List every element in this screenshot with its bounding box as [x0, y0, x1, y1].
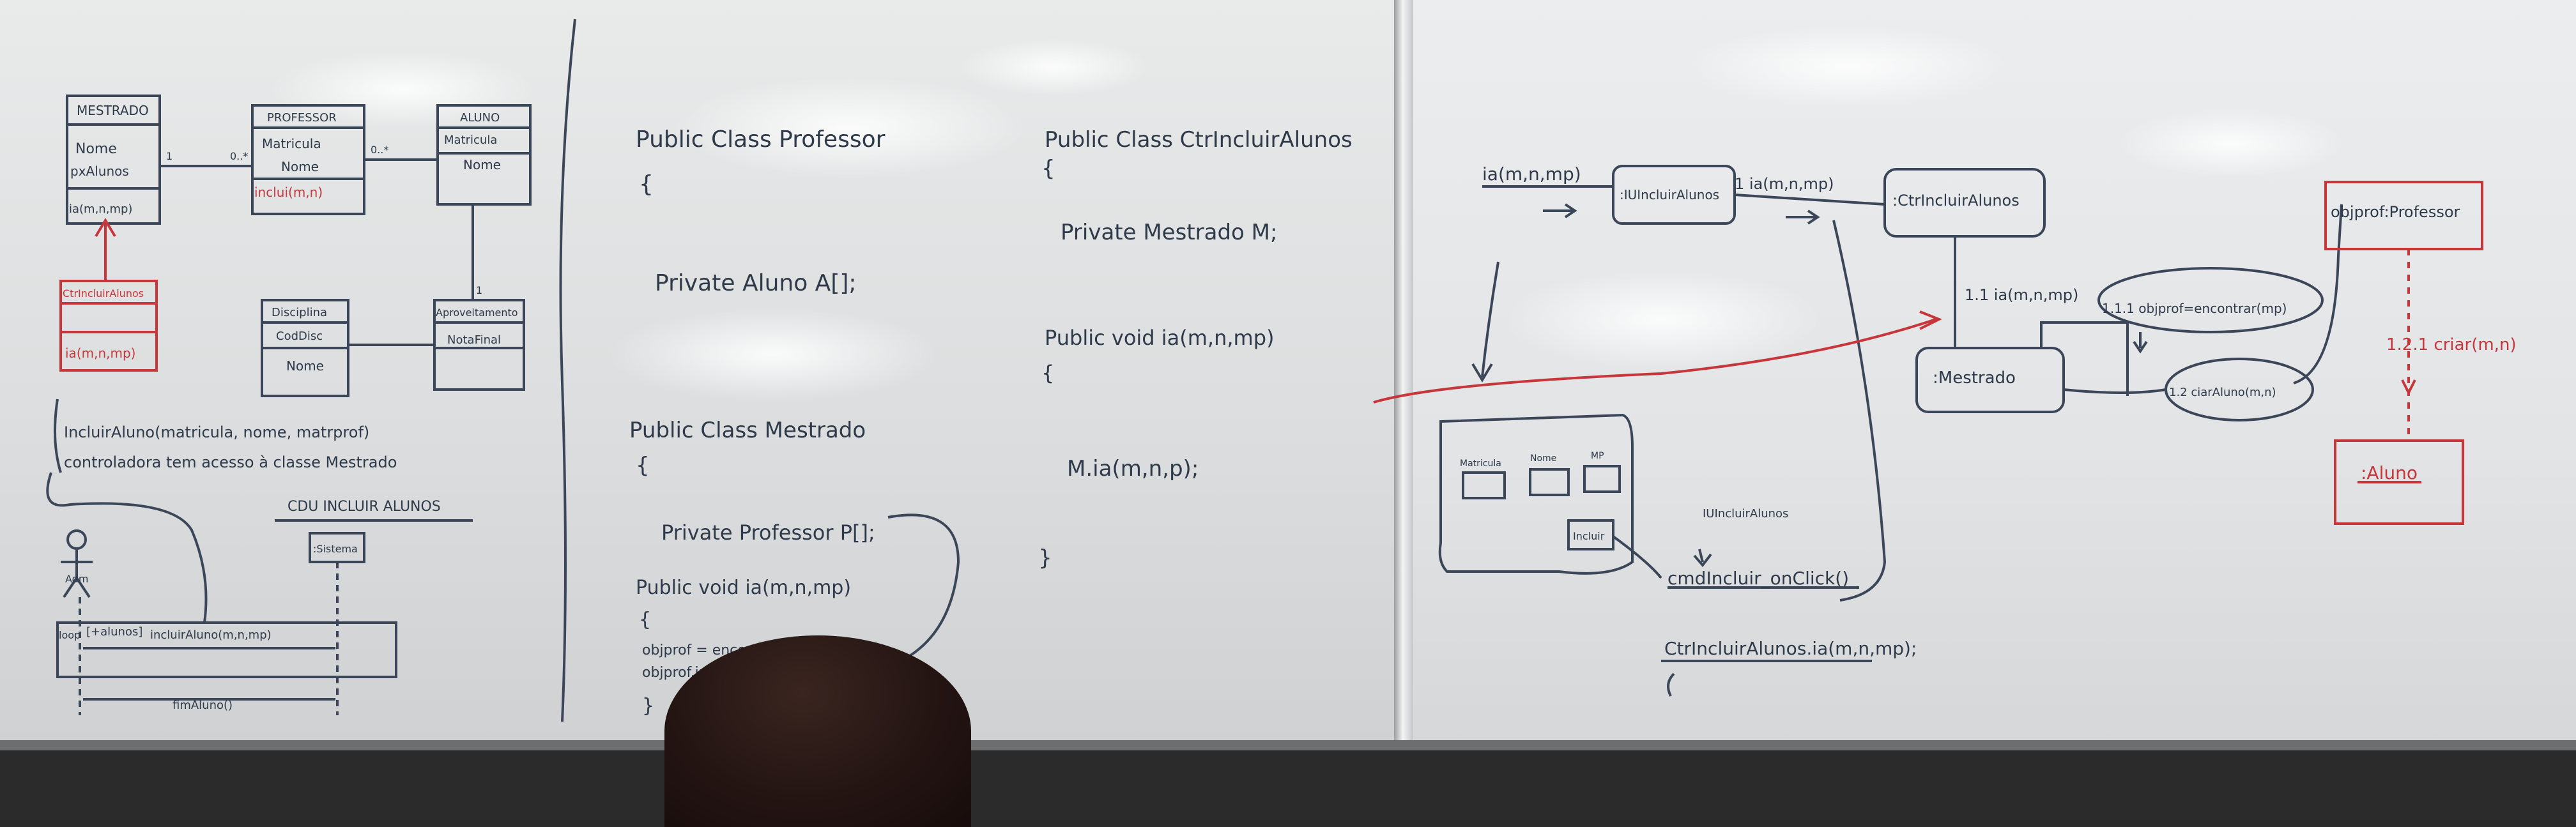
multiplicity: 0..*	[230, 150, 248, 162]
light-glare	[1503, 268, 1822, 370]
code-line: Private Aluno A[];	[655, 270, 857, 296]
message-label: 1.1.1 objprof=encontrar(mp)	[2102, 301, 2287, 316]
attr-nome: Nome	[281, 159, 319, 174]
class-box-aluno	[436, 104, 532, 206]
form-field-label: MP	[1591, 451, 1604, 461]
form-button-label: Incluir	[1573, 530, 1605, 542]
note-line: IncluirAluno(matricula, nome, matrprof)	[64, 423, 369, 441]
frame-label: loop	[59, 629, 80, 641]
attr-notafinal: NotaFinal	[447, 333, 501, 347]
light-glare	[958, 38, 1150, 96]
brace	[54, 398, 62, 473]
form-title: IUIncluirAlunos	[1703, 507, 1788, 520]
object-mestrado	[1915, 347, 2065, 413]
actor-head	[66, 529, 87, 550]
message-label: fimAluno()	[172, 699, 233, 712]
whiteboard-left	[0, 0, 1399, 741]
code-line: {	[639, 171, 654, 197]
message-label: 1.1 ia(m,n,mp)	[1965, 286, 2078, 304]
code-line: {	[636, 453, 650, 478]
label-aproveitamento: Aproveitamento	[436, 307, 518, 319]
object-aluno	[2334, 439, 2464, 525]
method-mestrado: ia(m,n,mp)	[69, 202, 132, 216]
red-arrow	[1373, 318, 1936, 404]
code-line: Public Class Mestrado	[629, 418, 866, 443]
light-glare	[268, 51, 537, 128]
board-frame	[1394, 0, 1416, 750]
multiplicity: 1	[166, 150, 172, 162]
sequence-title: CDU INCLUIR ALUNOS	[288, 499, 441, 515]
form-field-label: Nome	[1530, 453, 1556, 464]
light-glare	[2116, 109, 2346, 179]
message-label: ia(m,n,mp)	[1482, 163, 1581, 185]
code-line: Private Mestrado M;	[1061, 220, 1277, 245]
multiplicity: 1	[476, 284, 482, 296]
message-label: 1.2.1 criar(m,n)	[2386, 335, 2517, 354]
multiplicity: 0..*	[371, 144, 388, 156]
object-mestrado-label: :Mestrado	[1933, 368, 2016, 388]
message-label: 1 ia(m,n,mp)	[1735, 175, 1834, 193]
attr-nome: Nome	[463, 157, 501, 172]
label-professor: PROFESSOR	[267, 111, 337, 125]
label-mestrado: MESTRADO	[77, 103, 149, 118]
code-line: CtrIncluirAlunos.ia(m,n,mp);	[1664, 638, 1917, 659]
link-line	[1734, 193, 1885, 206]
code-line: Public Class CtrIncluirAlunos	[1045, 127, 1353, 153]
form-field-label: Matricula	[1460, 459, 1501, 469]
object-professor	[2324, 181, 2483, 250]
code-line: }	[642, 695, 654, 717]
flow-arrow	[1481, 261, 1499, 377]
attr-matricula: Matricula	[262, 136, 321, 151]
frame-guard: [+alunos]	[86, 625, 142, 639]
code-line: Public Class Professor	[636, 126, 885, 153]
whiteboard-right	[1413, 0, 2576, 741]
code-line: Private Professor P[];	[661, 520, 875, 545]
label-aluno: ALUNO	[460, 111, 500, 125]
code-line: Public void ia(m,n,mp)	[1045, 326, 1275, 350]
object-ctr	[1883, 168, 2046, 238]
class-box-mestrado	[66, 95, 161, 225]
note-line: controladora tem acesso à classe Mestrad…	[64, 453, 397, 471]
person-head	[664, 635, 971, 827]
message-ellipse-find	[2097, 267, 2324, 333]
lifeline-label: :Sistema	[313, 543, 358, 555]
method-ctr: ia(m,n,mp)	[65, 345, 135, 361]
loop-frame	[56, 621, 397, 678]
code-line: Public void ia(m,n,mp)	[636, 577, 851, 599]
code-line: }	[1038, 545, 1052, 571]
object-ui-label: :IUIncluirAlunos	[1620, 187, 1719, 202]
method-professor: inclui(m,n)	[254, 185, 323, 200]
code-line: {	[1041, 361, 1054, 385]
whiteboard-drawings: MESTRADO Nome pxAlunos ia(m,n,mp) PROFES…	[46, 19, 2517, 722]
object-ctr-label: :CtrIncluirAlunos	[1892, 192, 2020, 209]
marker-tray	[0, 740, 2576, 750]
link-line	[2293, 204, 2343, 384]
form-sketch	[1438, 413, 1634, 575]
attr-nome: Nome	[75, 141, 117, 157]
flow-curve	[1832, 220, 1887, 602]
label-ctr: CtrIncluirAlunos	[63, 287, 144, 300]
class-box-ctr	[59, 280, 158, 372]
message-label: incluirAluno(m,n,mp)	[150, 628, 272, 642]
message-label: 1.2 ciarAluno(m,n)	[2169, 386, 2276, 399]
code-line: cmdIncluir_onClick()	[1667, 568, 1849, 589]
light-glare	[671, 77, 1029, 179]
attr-coddisc: CodDisc	[276, 330, 323, 343]
light-glare	[607, 307, 939, 402]
attr-matricula: Matricula	[444, 133, 497, 147]
attr-pxalunos: pxAlunos	[70, 163, 129, 179]
divider-line	[559, 19, 576, 722]
note-connector	[46, 472, 208, 623]
object-professor-label: objprof:Professor	[2331, 203, 2460, 221]
form-button-box	[1567, 519, 1614, 550]
light-glare	[1682, 26, 2014, 109]
code-line: M.ia(m,n,p);	[1067, 456, 1199, 482]
curved-arrow	[887, 513, 960, 665]
code-line: {	[1041, 156, 1055, 181]
attr-nome: Nome	[286, 358, 324, 374]
object-aluno-label: :Aluno	[2361, 462, 2418, 483]
actor-label: Adm	[65, 573, 88, 585]
code-line: {	[639, 609, 651, 631]
label-disciplina: Disciplina	[272, 306, 327, 319]
